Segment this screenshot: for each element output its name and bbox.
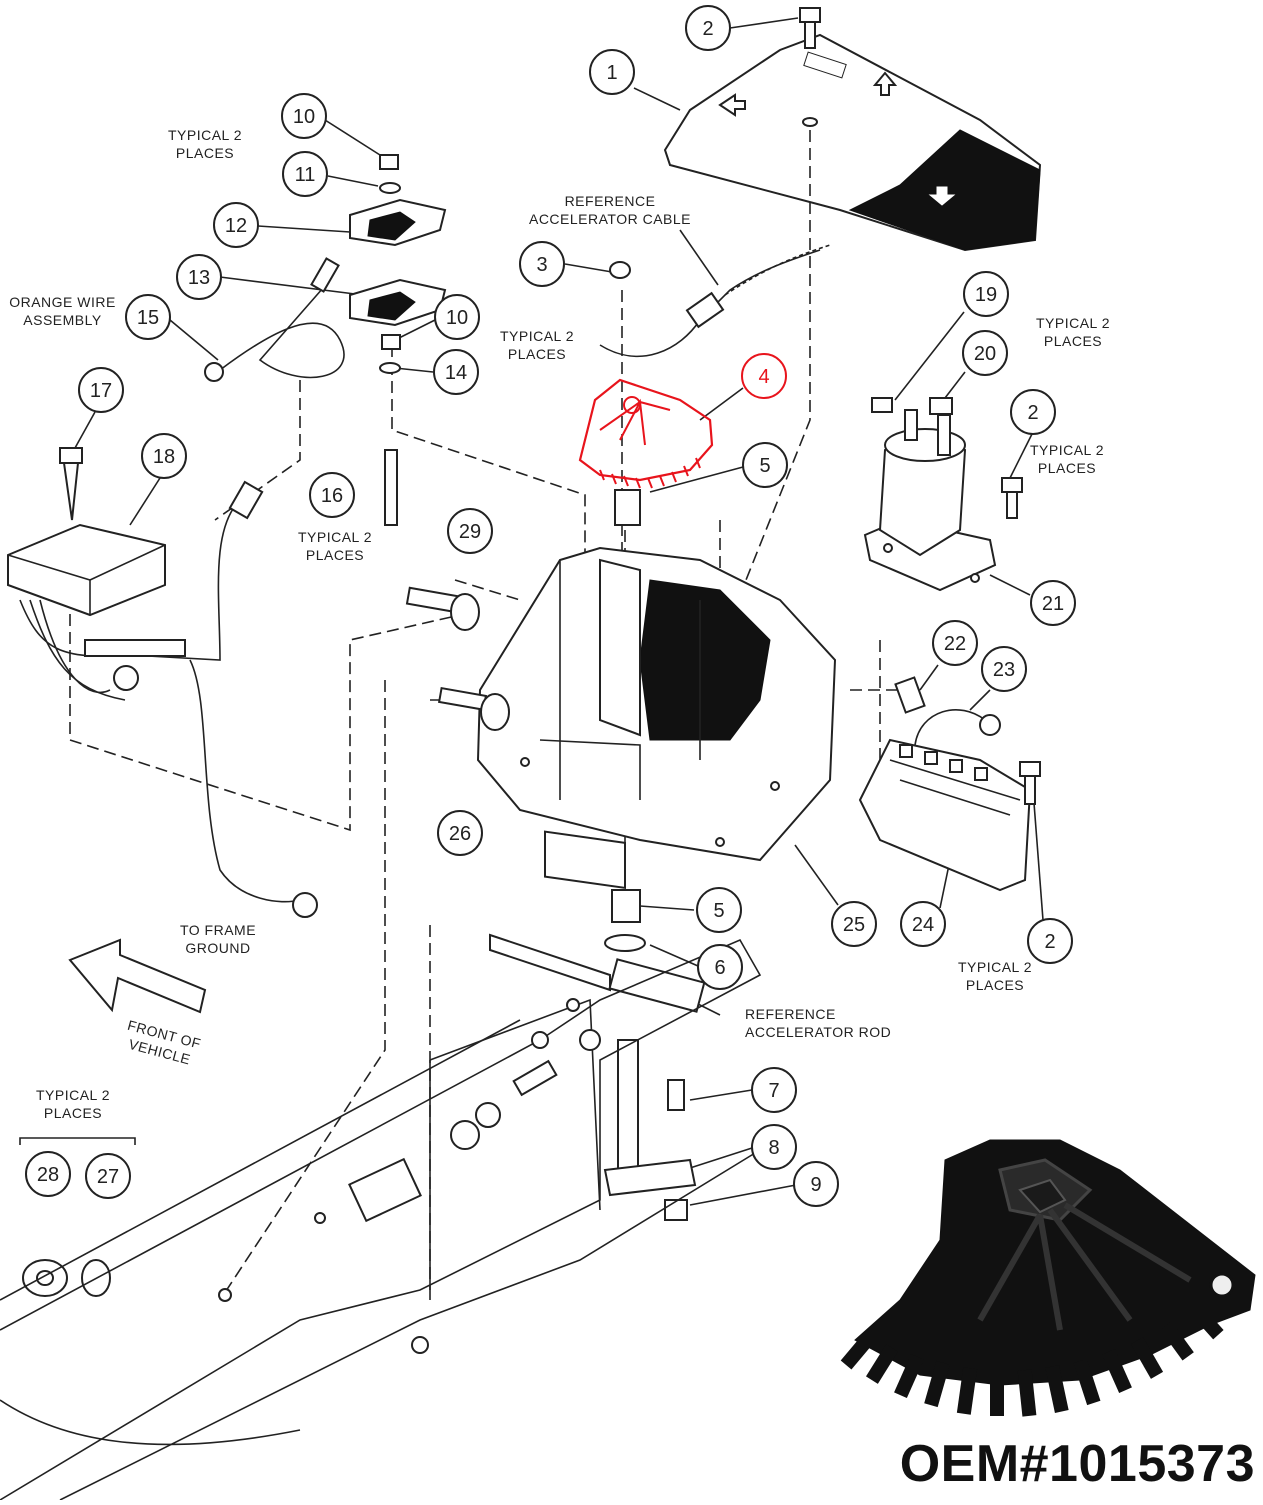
fuse-block <box>858 676 1041 892</box>
microswitch-assembly <box>349 154 447 526</box>
cover-part <box>663 33 1042 252</box>
part-photo <box>840 1139 1256 1417</box>
cable-clip <box>685 291 725 329</box>
resistor-module <box>7 447 318 918</box>
accelerator-linkage <box>489 933 706 1221</box>
bushing-lower <box>611 889 641 923</box>
leader-lines <box>74 17 1044 1206</box>
highlighted-sector-gear <box>578 378 714 489</box>
bolt-part <box>799 7 821 49</box>
carriage-bolts <box>405 586 510 731</box>
orange-wire-assembly <box>204 257 345 382</box>
bushing-upper <box>614 489 641 526</box>
controller-housing <box>476 546 837 889</box>
lock-nut-and-washer <box>19 1137 136 1297</box>
oem-part-number: OEM#1015373 <box>899 1435 1255 1493</box>
washer <box>604 934 646 952</box>
front-arrow <box>68 938 207 1014</box>
retaining-ring <box>609 261 632 279</box>
vehicle-frame <box>0 938 762 1501</box>
solenoid <box>863 397 1023 592</box>
